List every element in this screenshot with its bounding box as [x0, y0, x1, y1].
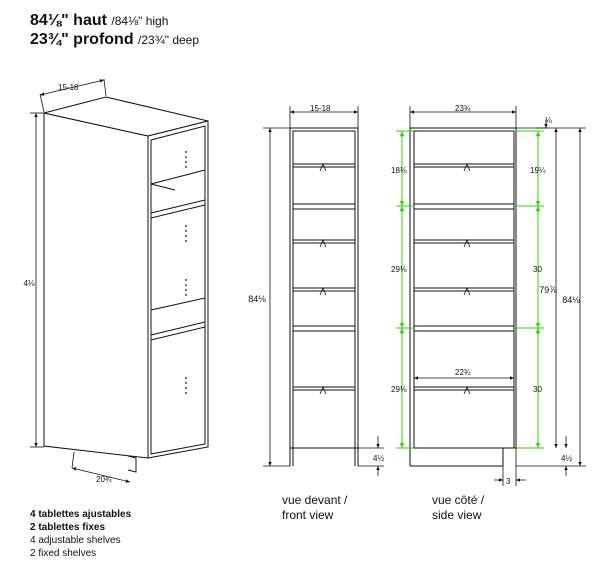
- side-adjustable-shelf: [413, 239, 515, 244]
- front-cabinet: [289, 127, 359, 466]
- note-adjustable-en: 4 adjustable shelves: [30, 535, 121, 546]
- iso-toe-kick: [127, 455, 137, 473]
- shelf-notes: 4 tablettes ajustables 2 tablettes fixes…: [30, 508, 131, 560]
- side-cabinet: [409, 127, 517, 467]
- side-spacing-3-label: 29⅛: [391, 385, 407, 394]
- note-fixed-fr: 2 tablettes fixes: [30, 522, 106, 533]
- side-depth-label: 23¾: [455, 104, 471, 113]
- iso-cabinet: [43, 96, 209, 473]
- iso-back-edge: [150, 183, 176, 191]
- side-dimensions: [409, 106, 586, 486]
- side-total-height-label: 84⅛: [562, 295, 580, 305]
- front-fixed-shelf: [292, 203, 356, 210]
- iso-front-opening: [150, 125, 206, 455]
- side-inner-height-label: 79⅞: [539, 285, 557, 295]
- side-right-30-a-label: 30: [533, 265, 542, 274]
- iso-top-width-line: [39, 79, 105, 96]
- front-width-label: 15-18: [310, 104, 331, 113]
- front-caption-fr: vue devant /: [282, 493, 348, 507]
- side-spacing-2-label: 29⅛: [391, 265, 407, 274]
- front-fixed-shelf: [292, 325, 356, 332]
- front-pin-marks: [319, 162, 327, 395]
- note-adjustable-fr: 4 tablettes ajustables: [30, 509, 132, 520]
- iso-height-label: 4⅛: [23, 279, 34, 288]
- height-bold: 84⅛" haut: [30, 12, 107, 29]
- iso-side-panel: [43, 112, 149, 459]
- iso-adjustable-shelf: [150, 297, 206, 311]
- side-spacing-1-label: 18⅛: [391, 166, 407, 175]
- note-fixed-en: 2 fixed shelves: [30, 548, 97, 559]
- iso-front-frame: [147, 120, 209, 459]
- iso-top-width-label: 15-18: [58, 83, 79, 92]
- side-right-30-b-label: 30: [533, 385, 542, 394]
- iso-adjustable-shelf: [150, 169, 206, 185]
- side-caption-en: side view: [432, 508, 482, 522]
- front-dimensions: [263, 106, 384, 476]
- side-adjustable-shelf: [413, 163, 515, 168]
- iso-bottom-depth-label: 20¾: [96, 475, 112, 484]
- front-height-label: 84⅛: [248, 294, 266, 304]
- front-caption-en: front view: [282, 508, 334, 522]
- side-spacing-1-right-label: 19¼: [530, 166, 546, 175]
- side-adjustable-shelf: [413, 386, 515, 391]
- front-toe-label: 4½: [373, 454, 384, 463]
- depth-light: /23¾" deep: [138, 33, 200, 47]
- iso-fixed-shelf: [150, 199, 206, 219]
- iso-fixed-shelf: [150, 321, 206, 341]
- side-caption-fr: vue côté /: [432, 493, 485, 507]
- height-title: 84⅛" haut /84⅛" high: [30, 12, 168, 30]
- iso-dimensions: [30, 78, 131, 483]
- height-light: /84⅛" high: [111, 14, 169, 28]
- side-view-caption: vue côté / side view: [432, 493, 484, 523]
- iso-bottom-depth-line: [71, 467, 131, 483]
- side-recess-label: 3: [506, 477, 511, 486]
- depth-title: 23¾" profond /23¾" deep: [30, 31, 199, 49]
- side-adjustable-shelf: [413, 287, 515, 292]
- side-pin-marks: [463, 162, 471, 395]
- side-green-dimensions: [396, 130, 544, 449]
- iso-shelf-pins: [185, 151, 187, 394]
- front-view-caption: vue devant / front view: [282, 493, 347, 523]
- side-toe-label: 4½: [561, 454, 572, 463]
- side-gap-label: ⅛: [545, 116, 552, 125]
- depth-bold: 23¾" profond: [30, 31, 134, 48]
- side-inner-depth-label: 22¾: [455, 368, 471, 377]
